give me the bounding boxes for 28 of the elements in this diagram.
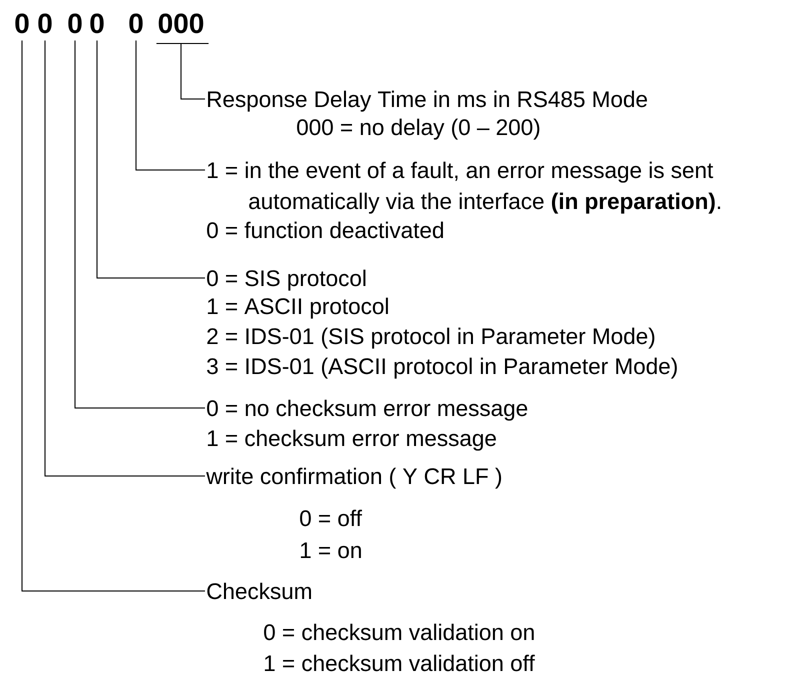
leader-line: [22, 40, 206, 592]
description-text: Response Delay Time in ms in RS485 Mode: [208, 90, 647, 112]
digit: 0: [129, 13, 143, 34]
option-text: 3 = IDS-01 (ASCII protocol in Parameter Mode): [207, 358, 677, 379]
description-text: write confirmation ( Y CR LF ): [206, 468, 502, 489]
option-text: 1 = checksum validation off: [264, 654, 535, 672]
option-text: 000 = no delay (0 – 200): [297, 118, 540, 140]
leader-line: [44, 40, 206, 476]
description-text: Checksum: [207, 582, 311, 600]
leader-line: [96, 40, 206, 278]
digit: 0: [68, 13, 82, 34]
leader-line: [136, 40, 206, 170]
description-text: 1 = in the event of a fault, an error message is sent automatically via the interface (in preparation).: [208, 162, 720, 214]
digit: 0: [90, 13, 104, 34]
option-text: 0 = checksum validation on: [264, 624, 534, 640]
option-text: 1 = on: [300, 542, 361, 558]
option-text: 1 = ASCII protocol: [208, 298, 388, 319]
option-text: 2 = IDS-01 (SIS protocol in Parameter Mode): [207, 328, 654, 349]
description-text: 0 = no checksum error message: [207, 400, 528, 421]
description-text: 0 = SIS protocol: [207, 270, 366, 291]
leader-line: [156, 42, 210, 100]
digit: 0: [38, 13, 52, 34]
option-text: 1 = checksum error message: [208, 430, 496, 451]
digit: 0: [15, 13, 29, 34]
option-text: 0 = function deactivated: [207, 222, 444, 238]
digit: 000: [158, 13, 204, 34]
leader-line: [74, 40, 206, 408]
option-text: 0 = off: [300, 510, 362, 526]
